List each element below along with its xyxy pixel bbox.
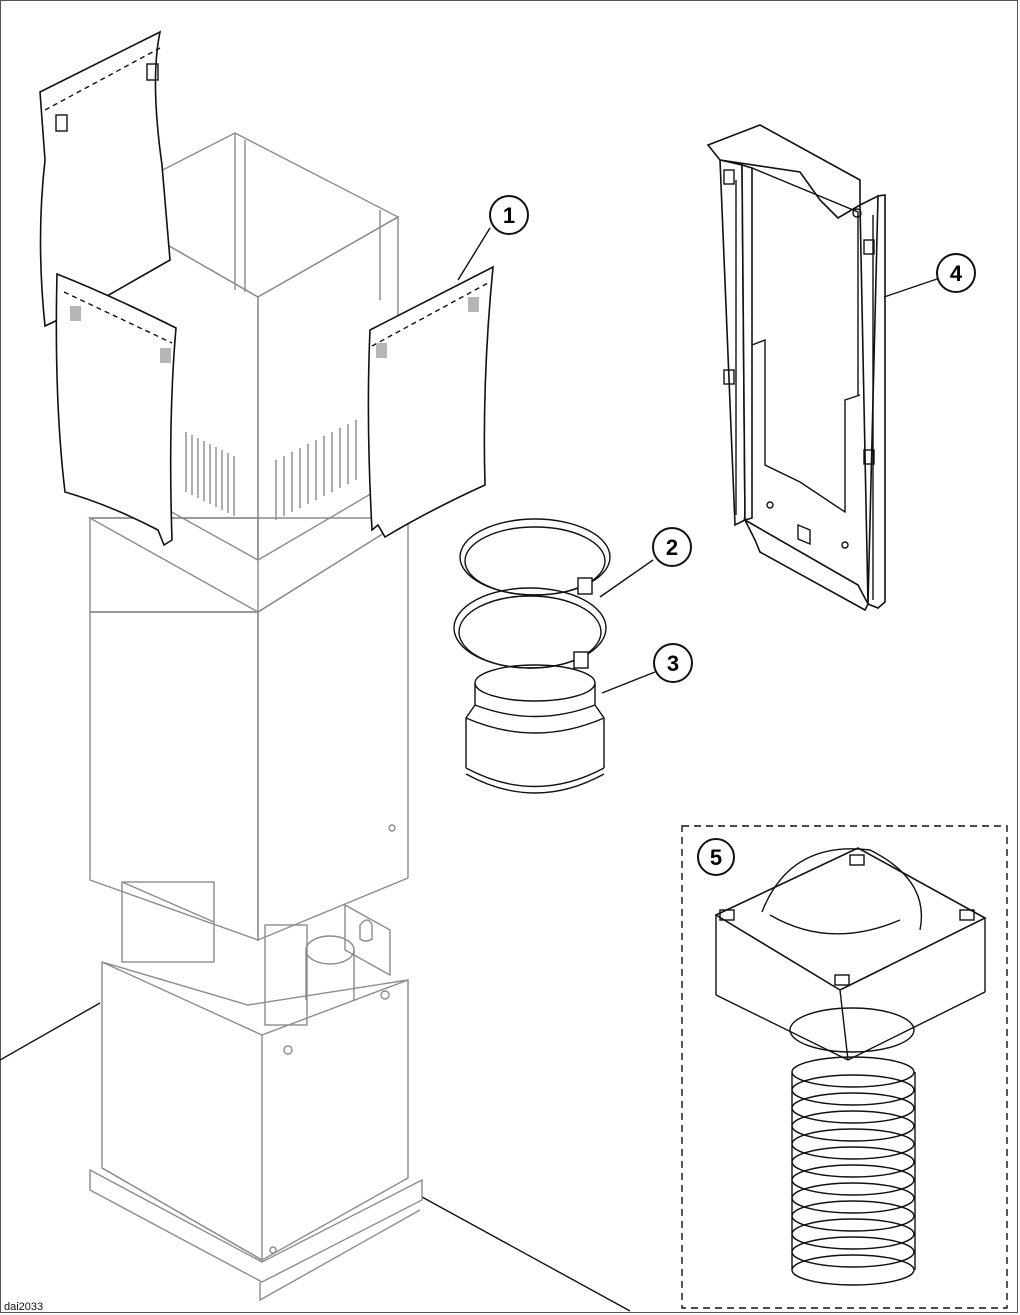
callout-2-text: 2 [666, 535, 678, 560]
callout-1: 1 [489, 195, 529, 235]
leader-lines [457, 227, 938, 694]
upper-chimney-section [94, 132, 400, 562]
figure-code: dai2033 [4, 1301, 44, 1313]
mounting-bracket [706, 124, 886, 612]
lower-chimney-section [87, 516, 411, 942]
cover-sheet-front-right [367, 265, 494, 539]
part-5-inset [681, 825, 1008, 1309]
callout-5: 5 [697, 838, 735, 876]
flexible-duct [791, 1056, 916, 1286]
hood-base-unit [89, 881, 423, 1302]
callout-5-text: 5 [710, 845, 722, 870]
hose-clamp-upper [459, 518, 611, 596]
hose-clamp-lower [453, 587, 607, 669]
callout-1-text: 1 [503, 203, 515, 228]
upper-chimney-vents-left [185, 432, 235, 516]
upper-chimney-vents-right [275, 420, 357, 520]
cover-sheet-front-left [55, 272, 177, 547]
callout-4: 4 [936, 253, 976, 293]
callout-3: 3 [653, 643, 693, 683]
duct-adapter-ring [465, 664, 605, 794]
callout-3-text: 3 [667, 651, 679, 676]
callout-4-text: 4 [950, 261, 963, 286]
room-corner-lines [0, 1002, 631, 1312]
callout-2: 2 [652, 527, 692, 567]
